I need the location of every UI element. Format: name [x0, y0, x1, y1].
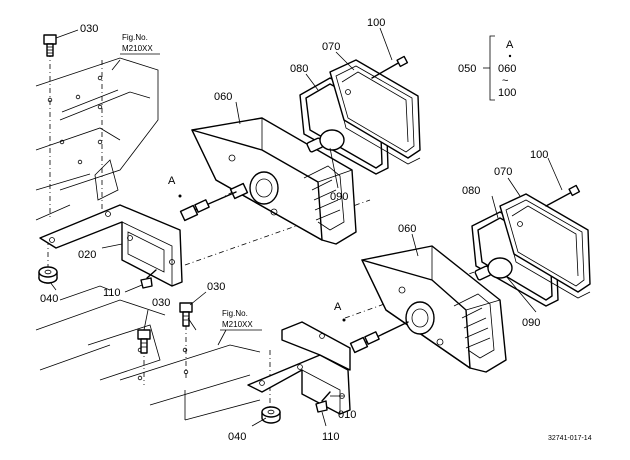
callout-a-lower: A: [334, 301, 342, 313]
bolt-030-lower-left: [137, 329, 151, 354]
label-010: 010: [338, 409, 356, 421]
fig-ref-lower-code: M210XX: [222, 320, 253, 329]
callout-a-upper: A: [168, 175, 176, 187]
legend-key: A: [506, 39, 514, 51]
drawing-code: 32741-017-14: [548, 435, 592, 442]
bulb-090-lower: [474, 257, 513, 281]
label-030-lower-right: 030: [207, 281, 225, 293]
fig-ref-lower: Fig.No. M210XX: [220, 309, 262, 331]
label-060-upper: 060: [214, 91, 232, 103]
legend-mid: 060: [498, 63, 516, 75]
leader-lines: [49, 27, 563, 427]
screw-100-lower: [545, 184, 581, 207]
label-020: 020: [78, 249, 96, 261]
legend-group: A 050 060 ~ 100: [458, 35, 516, 101]
bracket-020: [39, 204, 183, 287]
screw-100-upper: [371, 55, 409, 79]
label-110-lower: 110: [322, 431, 340, 443]
label-060-lower: 060: [398, 223, 416, 235]
connector-lower: [342, 318, 409, 354]
label-100-lower: 100: [530, 149, 548, 161]
label-040-right: 040: [228, 431, 246, 443]
label-070-upper: 070: [322, 41, 340, 53]
label-090-lower: 090: [522, 317, 540, 329]
gasket-080-lower: [471, 211, 559, 307]
bolt-030-lower-right: [179, 302, 193, 327]
label-040-left: 040: [40, 293, 58, 305]
label-090-upper: 090: [330, 191, 348, 203]
label-030-lower-left: 030: [152, 297, 170, 309]
part-labels: 030 100 070 080 060 090 020 040 110 030 …: [40, 17, 548, 443]
legend-top: 050: [458, 63, 476, 75]
label-080-lower: 080: [462, 185, 480, 197]
lens-070-upper: [329, 59, 421, 165]
screw-110-upper: [140, 269, 157, 289]
screw-110-lower: [315, 391, 331, 413]
lamp-housing-060-lower: [361, 245, 507, 373]
fig-ref-upper-title: Fig.No.: [122, 33, 148, 42]
label-030-upper: 030: [80, 23, 98, 35]
bracket-010: [247, 321, 351, 415]
label-070-lower: 070: [494, 166, 512, 178]
chassis-frame: [35, 57, 261, 421]
label-100-upper: 100: [367, 17, 385, 29]
gasket-080-upper: [299, 77, 389, 175]
bolt-030-upper: [43, 34, 57, 57]
rubber-040-left: [38, 266, 58, 284]
rubber-040-right: [261, 406, 281, 424]
bulb-090-upper: [306, 129, 345, 153]
label-110-upper: 110: [103, 287, 121, 299]
label-080-upper: 080: [290, 63, 308, 75]
fig-ref-upper: Fig.No. M210XX: [120, 33, 160, 55]
lens-070-lower: [499, 193, 591, 299]
connector-upper: [178, 191, 237, 222]
fig-ref-lower-title: Fig.No.: [222, 309, 248, 318]
legend-sep: ~: [502, 75, 508, 87]
legend-bottom: 100: [498, 87, 516, 99]
fig-ref-upper-code: M210XX: [122, 44, 153, 53]
